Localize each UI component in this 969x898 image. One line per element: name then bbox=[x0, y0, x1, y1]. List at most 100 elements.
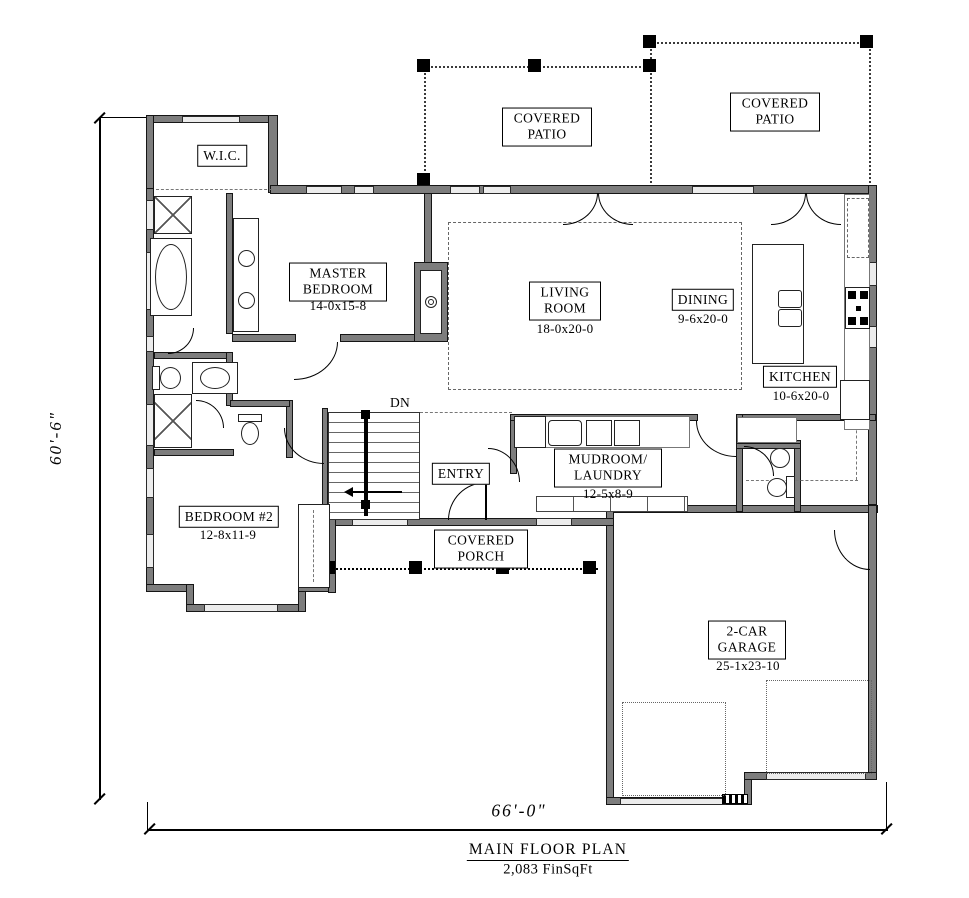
garage-side-door-arc bbox=[834, 530, 870, 570]
patio-door-arc bbox=[806, 193, 841, 225]
extension-line bbox=[886, 782, 888, 830]
parking-space bbox=[622, 702, 726, 796]
room-label-garage: 2-CAR GARAGE bbox=[708, 620, 786, 660]
exterior-wall bbox=[268, 115, 278, 193]
closet-box bbox=[514, 416, 546, 448]
room-label-porch: COVERED PORCH bbox=[434, 529, 528, 569]
patio-post bbox=[860, 35, 873, 48]
porch-post bbox=[583, 561, 596, 574]
vanity bbox=[233, 218, 259, 332]
room-label-patio-left: COVERED PATIO bbox=[502, 107, 592, 147]
shower bbox=[154, 196, 192, 234]
patio-post bbox=[643, 35, 656, 48]
burner bbox=[848, 317, 856, 325]
stair-newel bbox=[361, 410, 370, 419]
interior-wall bbox=[736, 414, 743, 512]
window bbox=[692, 186, 754, 194]
interior-wall bbox=[230, 400, 290, 407]
garage-door bbox=[766, 772, 866, 780]
bathtub-basin bbox=[155, 244, 187, 310]
window bbox=[450, 186, 480, 194]
extension-line bbox=[100, 117, 147, 119]
window bbox=[146, 468, 154, 498]
toilet-bowl bbox=[767, 478, 787, 497]
interior-wall bbox=[232, 334, 296, 342]
bath-door-arc bbox=[196, 400, 224, 428]
sink bbox=[200, 367, 230, 389]
stair-newel bbox=[361, 500, 370, 509]
room-dims-mudroom: 12-5x8-9 bbox=[582, 486, 634, 501]
garage-door bbox=[620, 798, 726, 805]
stair-arrow-head bbox=[344, 487, 353, 497]
window bbox=[182, 116, 240, 123]
fireplace-flue-inner bbox=[428, 299, 434, 305]
island-sink bbox=[778, 290, 802, 308]
interior-wall bbox=[154, 449, 234, 456]
window bbox=[146, 534, 154, 568]
porch-post bbox=[409, 561, 422, 574]
island-sink bbox=[778, 309, 802, 327]
window bbox=[306, 186, 342, 194]
laundry-sink bbox=[548, 420, 582, 446]
patio-door-arc bbox=[771, 193, 806, 225]
bedroom2-door-arc bbox=[284, 428, 324, 464]
window bbox=[536, 518, 572, 526]
porch-edge bbox=[332, 568, 598, 570]
counter-dashed-line bbox=[856, 420, 857, 480]
dimension-label-bottom: 66'-0" bbox=[491, 800, 547, 821]
room-dims-kitchen: 10-6x20-0 bbox=[772, 388, 830, 403]
dimension-line-left bbox=[99, 118, 101, 800]
room-label-mudroom: MUDROOM/ LAUNDRY bbox=[554, 448, 662, 488]
patio-post bbox=[643, 59, 656, 72]
room-label-wic: W.I.C. bbox=[197, 144, 247, 168]
room-dims-bedroom2: 12-8x11-9 bbox=[199, 527, 257, 542]
patio-post bbox=[528, 59, 541, 72]
bath-door-arc bbox=[168, 328, 194, 354]
exterior-wall bbox=[146, 115, 154, 195]
parking-space bbox=[766, 680, 872, 774]
burner bbox=[856, 306, 861, 311]
window bbox=[146, 404, 154, 446]
room-label-kitchen: KITCHEN bbox=[762, 365, 838, 389]
interior-wall bbox=[226, 193, 233, 334]
counter-dashed-line bbox=[746, 480, 858, 481]
powder-sink bbox=[770, 448, 790, 468]
closet bbox=[298, 504, 330, 588]
exterior-wall bbox=[606, 505, 614, 805]
room-label-bedroom2: BEDROOM #2 bbox=[178, 505, 280, 529]
window bbox=[204, 604, 278, 612]
window bbox=[146, 200, 154, 230]
patio-outline bbox=[650, 42, 871, 187]
interior-wall bbox=[736, 443, 801, 449]
room-label-dining: DINING bbox=[671, 288, 735, 312]
stair-arrow-line bbox=[352, 491, 402, 493]
room-dims-garage: 25-1x23-10 bbox=[716, 658, 780, 673]
extension-line bbox=[147, 802, 149, 830]
master-door-arc bbox=[294, 342, 338, 380]
room-dims-living: 18-0x20-0 bbox=[536, 321, 594, 336]
dryer bbox=[614, 420, 640, 446]
threshold-hatch bbox=[722, 794, 748, 804]
shower bbox=[154, 394, 192, 448]
plan-title: MAIN FLOOR PLAN bbox=[466, 841, 630, 861]
window bbox=[483, 186, 511, 194]
refrigerator bbox=[847, 198, 869, 258]
toilet-tank bbox=[152, 366, 160, 390]
dimension-label-left: 60'-6" bbox=[46, 411, 65, 465]
bench-lockers bbox=[536, 496, 688, 512]
room-label-master: MASTER BEDROOM bbox=[289, 262, 387, 302]
entry-door-leaf bbox=[485, 482, 487, 520]
closet-rod bbox=[313, 510, 314, 582]
interior-wall bbox=[154, 352, 230, 359]
washer bbox=[586, 420, 612, 446]
patio-door-arc bbox=[563, 193, 598, 225]
patio-post bbox=[417, 173, 430, 186]
burner bbox=[860, 291, 868, 299]
toilet-bowl bbox=[241, 422, 259, 445]
living-area-outline bbox=[448, 222, 742, 390]
room-label-patio-right: COVERED PATIO bbox=[730, 92, 820, 132]
interior-wall bbox=[794, 440, 801, 512]
toilet-tank bbox=[238, 414, 262, 422]
sink bbox=[238, 292, 255, 309]
burner bbox=[848, 291, 856, 299]
